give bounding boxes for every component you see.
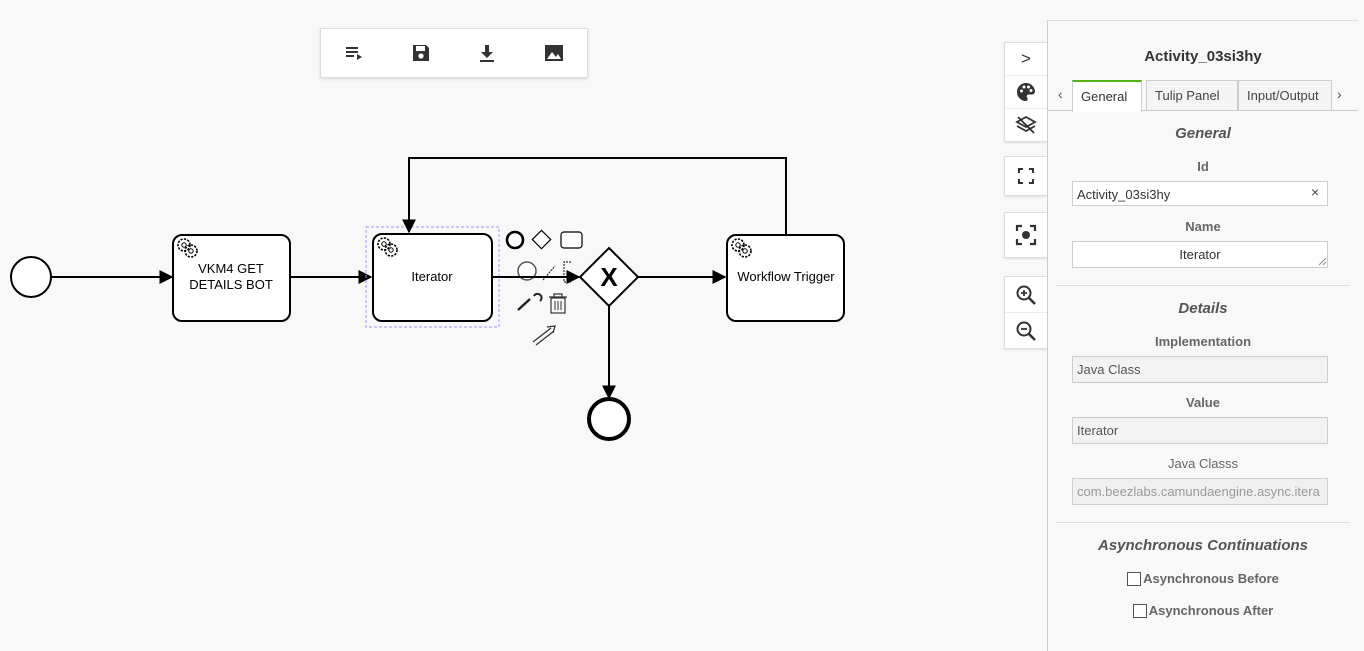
list-play-button[interactable] [334, 33, 374, 73]
task-vkm4-get-details-bot[interactable]: VKM4 GET DETAILS BOT [172, 234, 291, 322]
task-label: Workflow Trigger [737, 269, 835, 284]
zoom-out-icon [1016, 321, 1036, 341]
value-field[interactable]: Iterator [1072, 417, 1328, 444]
async-section-title: Asynchronous Continuations [1098, 537, 1308, 554]
java-class-value: com.beezlabs.camundaengine.async.itera [1077, 484, 1320, 499]
value-value: Iterator [1077, 423, 1119, 438]
export-image-button[interactable] [534, 33, 574, 73]
color-picker-button[interactable] [1005, 75, 1047, 108]
async-before-checkbox[interactable] [1127, 571, 1142, 586]
tab-input-output[interactable]: Input/Output [1238, 80, 1332, 110]
general-section-title: General [1175, 125, 1231, 142]
panel-tools-group: > [1004, 42, 1047, 142]
async-before-row: Asynchronous Before [1048, 571, 1358, 586]
implementation-value: Java Class [1077, 362, 1141, 377]
list-play-icon [346, 47, 363, 60]
tab-scroll-left-icon[interactable]: ‹ [1058, 86, 1063, 102]
append-text-annotation-icon[interactable] [542, 261, 571, 283]
end-event[interactable] [587, 397, 631, 441]
palette-icon [1017, 82, 1035, 101]
tab-scroll-right-icon[interactable]: › [1337, 86, 1342, 102]
wrench-icon[interactable] [517, 292, 543, 311]
clear-id-icon[interactable]: × [1311, 184, 1320, 200]
save-button[interactable] [401, 33, 441, 73]
diagram-canvas[interactable]: VKM4 GET DETAILS BOT Iterator [0, 0, 1046, 650]
append-end-event-icon[interactable] [505, 230, 525, 250]
top-toolbar [320, 28, 588, 78]
layers-button[interactable] [1005, 108, 1047, 141]
focus-icon [1015, 224, 1037, 246]
id-value: Activity_03si3hy [1077, 187, 1171, 202]
fullscreen-tool-group [1004, 156, 1047, 196]
async-before-label: Asynchronous Before [1143, 571, 1279, 586]
append-gateway-icon[interactable] [531, 229, 552, 250]
divider [1056, 285, 1350, 286]
layers-icon [1015, 115, 1037, 134]
tab-tulip-panel[interactable]: Tulip Panel [1146, 80, 1238, 110]
implementation-select[interactable]: Java Class [1072, 356, 1328, 383]
append-task-icon[interactable] [560, 231, 583, 249]
toggle-panel-button[interactable]: > [1005, 43, 1047, 75]
zoom-out-button[interactable] [1005, 312, 1047, 348]
download-icon [480, 45, 495, 62]
exclusive-gateway[interactable]: X [578, 246, 640, 308]
name-value: Iterator [1179, 247, 1221, 262]
start-event[interactable] [10, 256, 52, 298]
details-section-title: Details [1178, 300, 1228, 317]
trash-icon[interactable] [549, 293, 567, 314]
image-icon [544, 45, 563, 61]
flow-loop-back-to-iterator[interactable] [402, 157, 787, 235]
context-pad [505, 229, 583, 346]
gateway-x-mark: X [600, 262, 618, 292]
divider [1056, 522, 1350, 523]
java-class-label: Java Classs [1167, 456, 1239, 471]
fullscreen-icon [1018, 168, 1034, 184]
zoom-in-button[interactable] [1005, 277, 1047, 312]
append-intermediate-event-icon[interactable] [517, 261, 537, 281]
resize-handle-icon[interactable] [1318, 257, 1327, 266]
panel-title: Activity_03si3hy [1144, 48, 1262, 65]
id-field[interactable]: Activity_03si3hy [1072, 181, 1328, 206]
save-icon [412, 45, 429, 61]
zoom-in-icon [1016, 285, 1036, 305]
async-after-label: Asynchronous After [1148, 603, 1274, 618]
task-label: VKM4 GET [198, 261, 264, 276]
panel-tabs: ‹ General Tulip Panel Input/Output › [1048, 80, 1358, 112]
task-label: Iterator [411, 269, 453, 284]
reset-view-button[interactable] [1005, 213, 1047, 257]
async-after-checkbox[interactable] [1132, 603, 1147, 618]
focus-tool-group [1004, 212, 1047, 258]
name-field[interactable]: Iterator [1072, 241, 1328, 268]
bpmn-diagram: VKM4 GET DETAILS BOT Iterator [10, 157, 845, 441]
download-button[interactable] [467, 33, 507, 73]
name-label: Name [1185, 219, 1221, 234]
task-iterator[interactable]: Iterator [372, 233, 493, 322]
task-label: DETAILS BOT [189, 277, 273, 292]
id-label: Id [1197, 159, 1209, 174]
properties-panel: Activity_03si3hy ‹ General Tulip Panel I… [1047, 20, 1358, 651]
java-class-field: com.beezlabs.camundaengine.async.itera [1072, 478, 1328, 505]
chevron-right-icon: > [1021, 49, 1031, 68]
tab-general[interactable]: General [1072, 80, 1142, 112]
value-label: Value [1186, 395, 1220, 410]
task-workflow-trigger[interactable]: Workflow Trigger [726, 234, 845, 322]
implementation-label: Implementation [1154, 334, 1252, 349]
connect-icon[interactable] [532, 325, 556, 346]
fullscreen-button[interactable] [1005, 157, 1047, 195]
async-after-row: Asynchronous After [1048, 603, 1358, 618]
zoom-tool-group [1004, 276, 1047, 349]
